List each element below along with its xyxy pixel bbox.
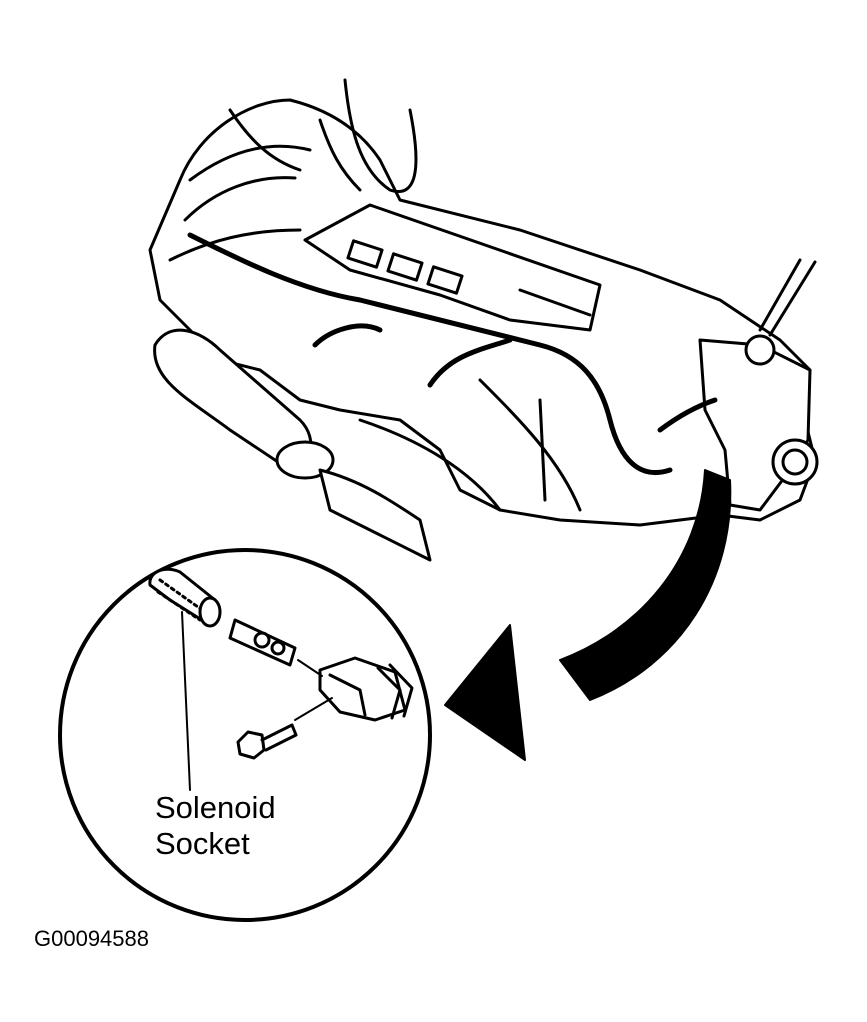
cooler-line: [343, 78, 418, 193]
figure-id: G00094588: [34, 926, 149, 951]
callout-leader: [181, 611, 191, 791]
solenoid-filter-screen: [148, 567, 222, 628]
callout-label: Solenoid Socket: [155, 790, 276, 862]
callout-line-1: Solenoid: [155, 790, 276, 825]
solenoid-socket: [318, 656, 414, 722]
transmission-housing: [148, 98, 817, 527]
pointer-arrow: [444, 469, 732, 761]
assembly-line: [297, 659, 323, 677]
output-shaft: [153, 328, 432, 562]
wiring-harness: [187, 232, 718, 476]
callout-line-2: Socket: [155, 826, 250, 861]
valve-body-cover: [303, 203, 602, 332]
extension-housing: [698, 258, 819, 512]
solenoid-body: [228, 618, 297, 667]
mounting-bolt: [236, 723, 298, 760]
bolt-line: [294, 697, 333, 721]
